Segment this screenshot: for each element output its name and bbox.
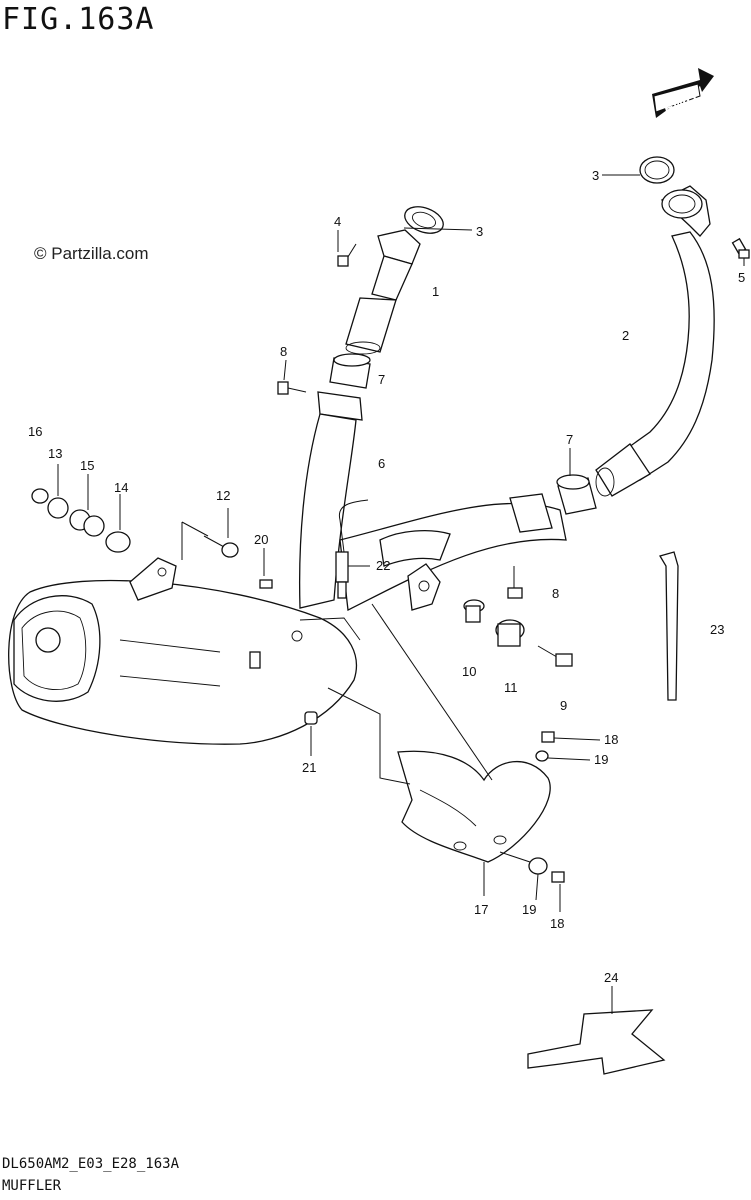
callout-7: 7 — [378, 372, 385, 387]
sleeve-7-right — [556, 474, 597, 515]
callout-19: 19 — [594, 752, 608, 767]
callout-19: 19 — [522, 902, 536, 917]
washer-13 — [31, 464, 69, 519]
clip-20 — [259, 548, 273, 589]
bolt-18-lower — [551, 871, 565, 912]
diagram-code: DL650AM2_E03_E28_163A — [2, 1156, 180, 1172]
callout-3: 3 — [476, 224, 483, 239]
callout-15: 15 — [80, 458, 94, 473]
sleeve-7-left — [329, 353, 371, 389]
callout-10: 10 — [462, 664, 476, 679]
grommet-11 — [495, 619, 525, 647]
callout-12: 12 — [216, 488, 230, 503]
callout-21: 21 — [302, 760, 316, 775]
spacer-15 — [69, 474, 105, 537]
callout-22: 22 — [376, 558, 390, 573]
callout-2: 2 — [622, 328, 629, 343]
bolt-12 — [203, 508, 239, 558]
callout-16: 16 — [28, 424, 42, 439]
callout-18: 18 — [604, 732, 618, 747]
collar-10 — [463, 599, 485, 623]
figure-title: FIG.163A — [2, 2, 155, 37]
callout-8: 8 — [280, 344, 287, 359]
muffler-body — [8, 579, 361, 745]
watermark: © Partzilla.com — [34, 244, 149, 263]
bolt-8-lower — [507, 566, 523, 599]
callout-5: 5 — [738, 270, 745, 285]
callout-1: 1 — [432, 284, 439, 299]
callout-8: 8 — [552, 586, 559, 601]
muffler-bracket — [129, 521, 209, 601]
diagram-name: MUFFLER — [2, 1178, 62, 1194]
bolt-18-upper — [541, 731, 601, 743]
callout-20: 20 — [254, 532, 268, 547]
oxygen-sensor-22 — [335, 499, 369, 599]
callout-24: 24 — [604, 970, 618, 985]
callout-9: 9 — [560, 698, 567, 713]
callout-18: 18 — [550, 916, 564, 931]
forward-direction-badge: FWD — [652, 68, 714, 118]
callout-14: 14 — [114, 480, 128, 495]
exhaust-pipe-right — [595, 156, 715, 497]
mounting-bracket — [407, 563, 441, 611]
cable-tie-23 — [659, 551, 679, 701]
bolt-9 — [537, 645, 573, 667]
bolt-5 — [731, 237, 750, 266]
bolt-8-upper — [277, 359, 307, 395]
nut-19-upper — [535, 750, 591, 762]
callout-3: 3 — [592, 168, 599, 183]
callout-23: 23 — [710, 622, 724, 637]
callout-4: 4 — [334, 214, 341, 229]
callout-13: 13 — [48, 446, 62, 461]
callout-17: 17 — [474, 902, 488, 917]
callout-7: 7 — [566, 432, 573, 447]
label-24 — [527, 986, 666, 1075]
callout-6: 6 — [378, 456, 385, 471]
bolt-4 — [337, 230, 357, 267]
middle-pipe-6 — [298, 391, 567, 611]
nut-19-lower — [528, 857, 548, 901]
heat-shield-17 — [397, 750, 551, 896]
nut-21 — [304, 711, 318, 756]
callout-11: 11 — [504, 680, 518, 695]
collar-14 — [105, 494, 131, 553]
exhaust-pipe-left-upper — [345, 206, 444, 355]
